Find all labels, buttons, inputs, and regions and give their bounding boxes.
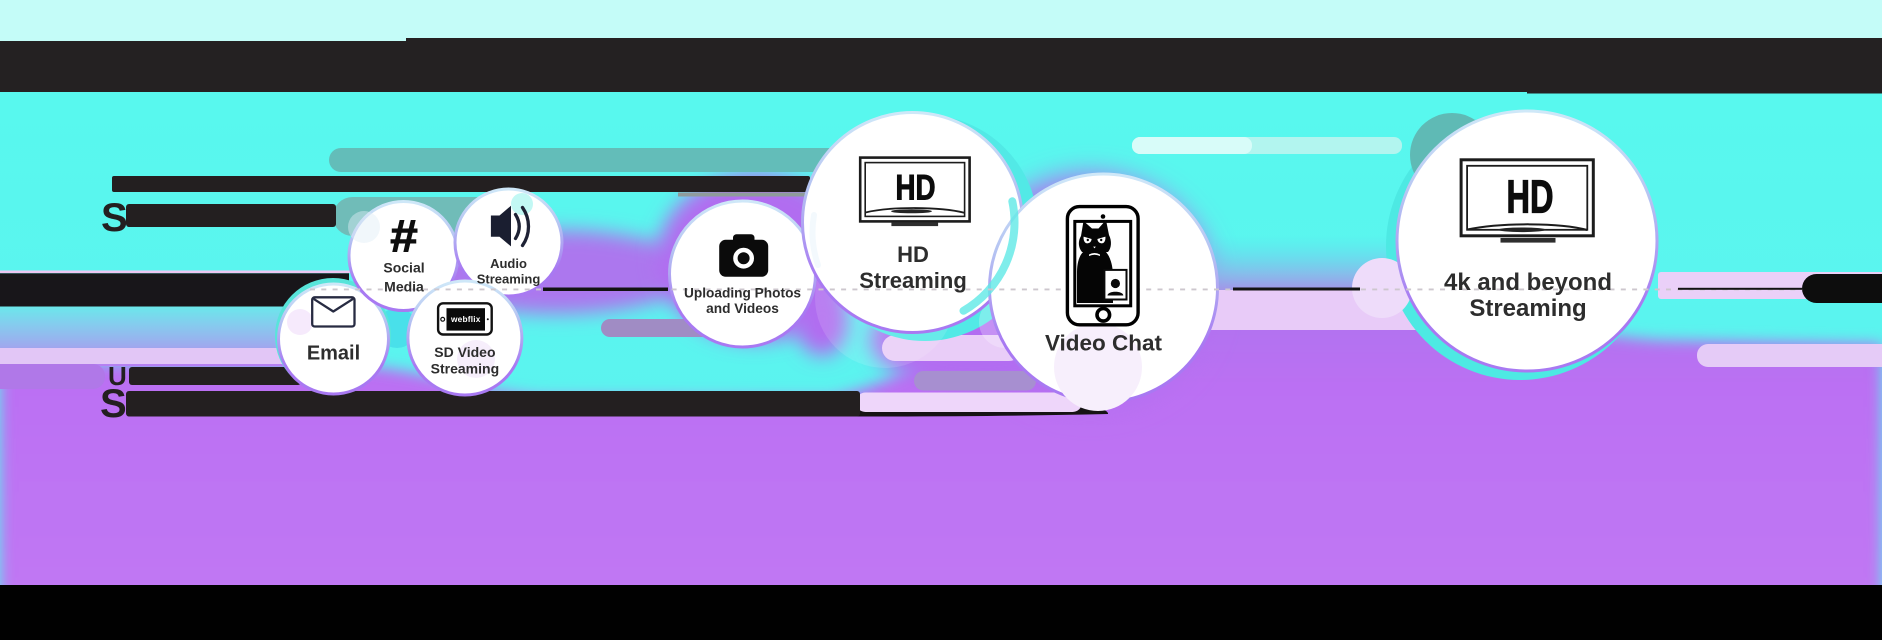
svg-text:Video Chat: Video Chat xyxy=(1045,331,1163,356)
svg-text:U: U xyxy=(108,361,127,391)
svg-text:HD: HD xyxy=(896,169,936,208)
svg-text:HD: HD xyxy=(1507,171,1554,223)
svg-text:Streaming: Streaming xyxy=(1469,295,1586,322)
svg-text:Email: Email xyxy=(307,343,360,365)
svg-text:SD Video: SD Video xyxy=(434,344,495,360)
svg-text:Uploading Photos: Uploading Photos xyxy=(684,286,801,301)
svg-text:HD: HD xyxy=(897,242,929,267)
svg-text:webflix: webflix xyxy=(450,314,481,324)
svg-text:Media: Media xyxy=(384,278,424,294)
svg-text:Audio: Audio xyxy=(490,256,527,271)
svg-text:and Videos: and Videos xyxy=(706,301,779,316)
svg-text:Social: Social xyxy=(383,260,424,276)
svg-text:Streaming: Streaming xyxy=(859,268,967,293)
svg-text:S: S xyxy=(100,382,127,426)
svg-text:4k and beyond: 4k and beyond xyxy=(1444,269,1612,296)
svg-text:Streaming: Streaming xyxy=(477,272,541,287)
svg-text:Streaming: Streaming xyxy=(431,361,499,377)
svg-text:#: # xyxy=(390,211,418,262)
svg-text:S: S xyxy=(101,196,128,240)
